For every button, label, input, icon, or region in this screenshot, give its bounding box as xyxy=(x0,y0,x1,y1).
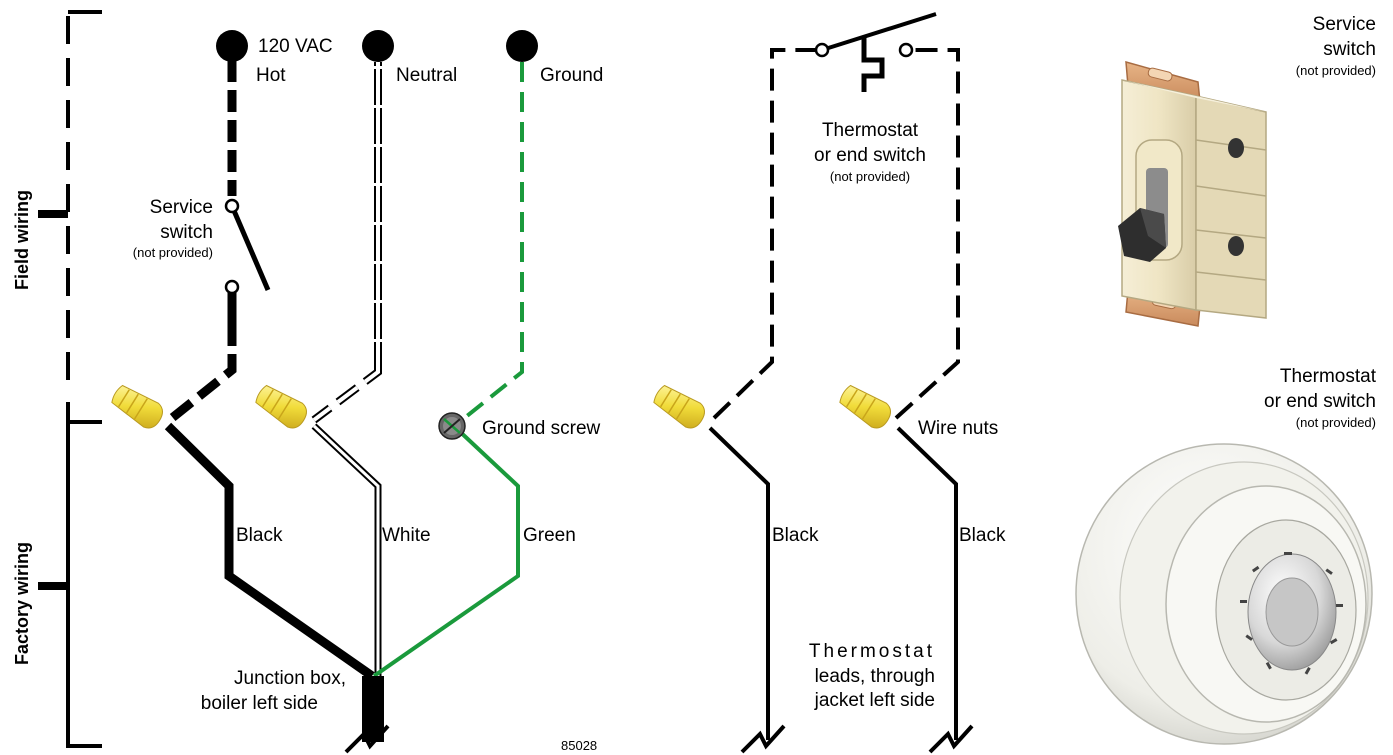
hot-label-line2: Hot xyxy=(256,65,286,86)
white-wire-label: White xyxy=(382,525,431,546)
field-wiring-label: Field wiring xyxy=(12,190,32,290)
ground-screw-label: Ground screw xyxy=(482,418,601,439)
neutral-wire-field xyxy=(311,30,394,424)
thermostat-picture-label-line2: or end switch xyxy=(1264,391,1376,412)
factory-wiring-label: Factory wiring xyxy=(12,542,32,665)
service-switch-note: (not provided) xyxy=(133,245,213,260)
figure-number: 85028 xyxy=(561,738,597,753)
service-switch-label-line2: switch xyxy=(160,222,213,243)
thermostat-picture-note: (not provided) xyxy=(1296,415,1376,430)
junction-box-cable xyxy=(344,676,390,754)
ground-label: Ground xyxy=(540,65,603,86)
thermostat-leads-label-line3: jacket left side xyxy=(814,690,935,711)
junction-box-label-line2: boiler left side xyxy=(201,693,318,714)
white-factory-wire xyxy=(311,423,382,676)
neutral-label: Neutral xyxy=(396,65,457,86)
service-switch-picture-label-line1: Service xyxy=(1313,14,1376,35)
black-lead-2-label: Black xyxy=(959,525,1006,546)
thermostat-leads-label-line2: leads, through xyxy=(815,666,935,687)
neutral-terminal xyxy=(362,30,394,62)
wire-nut-thermostat-1 xyxy=(653,384,705,429)
thermostat-switch-label-line1: Thermostat xyxy=(822,120,919,141)
black-wire-label: Black xyxy=(236,525,283,546)
wire-nut-hot xyxy=(111,384,163,429)
black-lead-1-label: Black xyxy=(772,525,819,546)
thermostat-switch-symbol xyxy=(814,12,937,92)
ground-screw-icon xyxy=(438,412,466,440)
wire-nuts-label: Wire nuts xyxy=(918,418,998,439)
thermostat-switch-label-line2: or end switch xyxy=(814,145,926,166)
black-factory-wire xyxy=(164,422,375,680)
thermostat-wire-field xyxy=(712,48,960,420)
hot-wire-field xyxy=(169,30,248,422)
service-switch-symbol xyxy=(224,198,271,295)
wire-nut-thermostat-2 xyxy=(839,384,891,429)
service-switch-picture xyxy=(1118,60,1267,327)
junction-box-label-line1: Junction box, xyxy=(234,668,346,689)
green-wire-label: Green xyxy=(523,525,576,546)
thermostat-picture xyxy=(1075,443,1373,745)
service-switch-picture-label-line2: switch xyxy=(1323,39,1376,60)
green-factory-wire xyxy=(372,426,520,678)
ground-wire-field xyxy=(460,30,538,422)
hot-label-line1: 120 VAC xyxy=(258,36,333,57)
factory-wiring-bracket xyxy=(38,402,102,748)
hot-terminal xyxy=(216,30,248,62)
service-switch-picture-note: (not provided) xyxy=(1296,63,1376,78)
service-switch-label-line1: Service xyxy=(150,197,213,218)
thermostat-picture-label-line1: Thermostat xyxy=(1280,366,1377,387)
field-wiring-bracket xyxy=(38,10,102,392)
thermostat-leads-label-line1: Thermostat xyxy=(809,641,935,662)
thermostat-leads-factory xyxy=(708,426,974,754)
wire-nut-neutral xyxy=(255,384,307,429)
thermostat-switch-note: (not provided) xyxy=(830,169,910,184)
ground-terminal xyxy=(506,30,538,62)
